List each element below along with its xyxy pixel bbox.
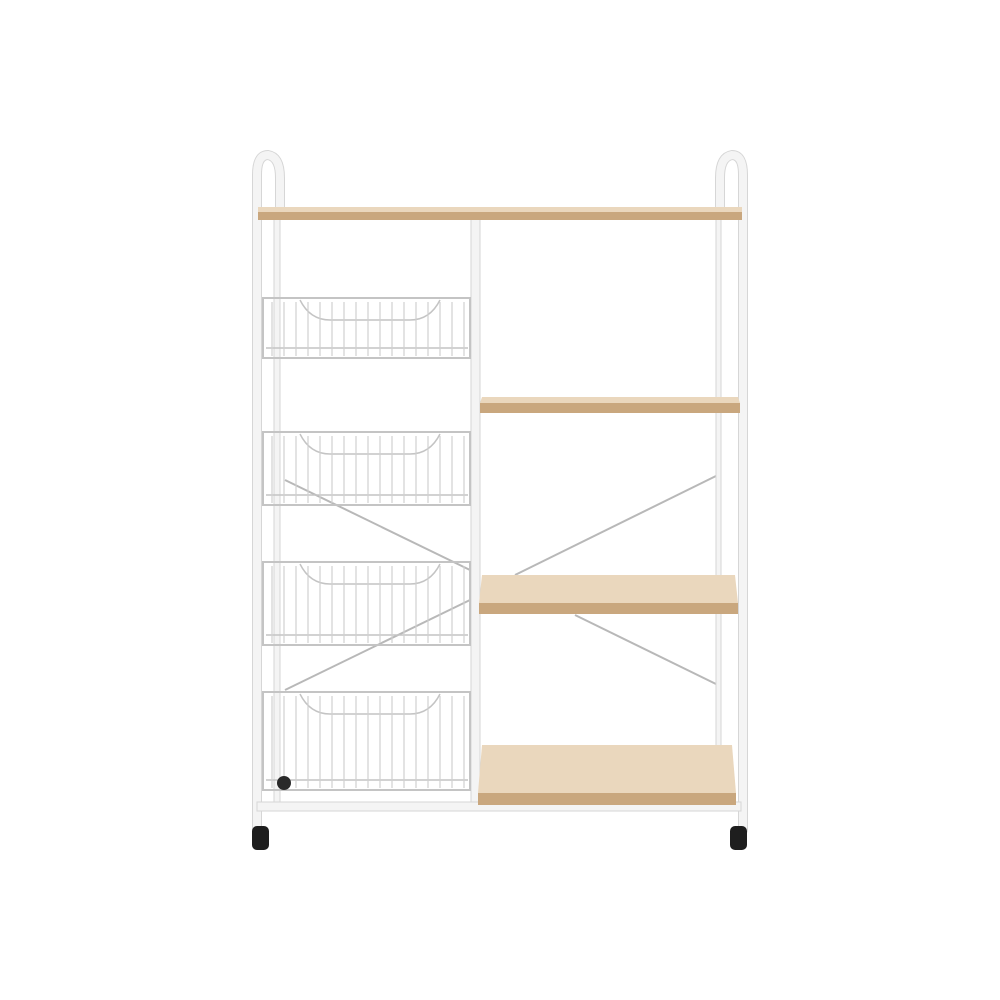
wire-basket — [262, 691, 471, 791]
caster-wheel — [730, 826, 747, 850]
left-inner-post — [273, 214, 281, 806]
metal-frame — [252, 149, 748, 835]
caster-wheels — [252, 826, 747, 850]
wire-basket — [262, 561, 471, 646]
basket-rim — [262, 431, 471, 506]
shelf-bottom-top — [478, 745, 736, 793]
basket-rim — [262, 691, 471, 791]
brace-rod — [514, 474, 719, 576]
shelf-middle-edge — [479, 603, 738, 614]
top-shelf-edge — [258, 212, 742, 220]
shelf-middle-top — [479, 575, 738, 603]
brace-rod — [574, 614, 719, 686]
basket-handle-wire — [299, 299, 441, 321]
top-shelf-top — [258, 207, 742, 212]
wire-basket — [262, 431, 471, 506]
shelf-bottom-edge — [478, 793, 736, 805]
middle-post — [470, 214, 481, 811]
brace-rod — [284, 479, 471, 571]
basket-handle-wire — [299, 693, 441, 715]
basket-rim — [262, 561, 471, 646]
shelf-upper-edge — [480, 403, 740, 413]
wood-shelves — [258, 207, 742, 805]
right-inner-post — [715, 214, 722, 761]
wire-baskets — [262, 297, 471, 791]
left-handle-arc-fill — [253, 150, 284, 834]
wheel-lock-knob — [277, 776, 291, 790]
wire-basket — [262, 297, 471, 359]
shelf-upper-top — [480, 397, 740, 403]
basket-handle-wire — [299, 433, 441, 455]
basket-rim — [262, 297, 471, 359]
basket-handle-wire — [299, 563, 441, 585]
right-handle-arc-fill — [716, 150, 747, 834]
caster-wheel — [252, 826, 269, 850]
